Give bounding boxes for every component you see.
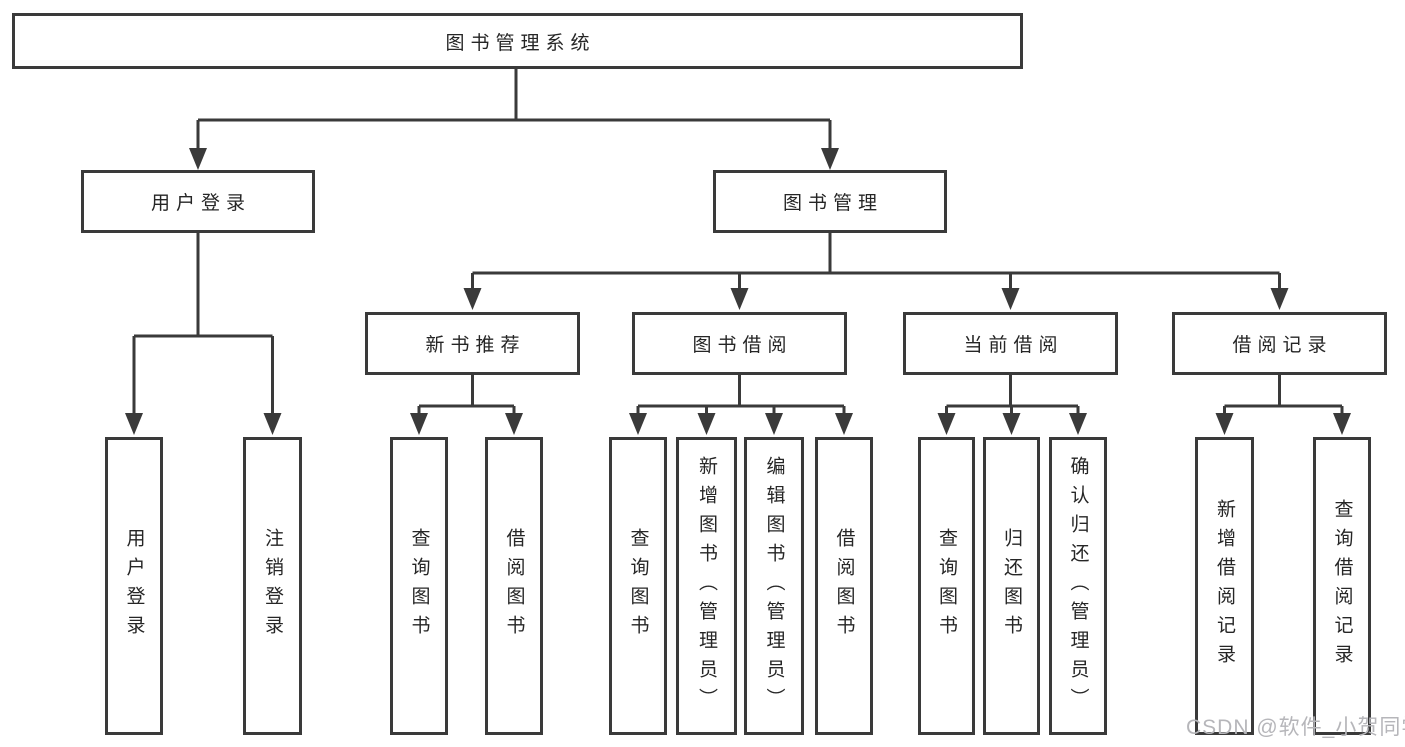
leaf-logout: 注销登录 — [243, 437, 302, 735]
leaf-bb-borrow-books-label: 借阅图书 — [833, 528, 855, 644]
node-user-login: 用户登录 — [81, 170, 315, 233]
node-book-borrowing: 图书借阅 — [632, 312, 847, 375]
leaf-bb-query-books-label: 查询图书 — [627, 528, 649, 644]
node-book-management: 图书管理 — [713, 170, 947, 233]
node-current-borrowing: 当前借阅 — [903, 312, 1118, 375]
leaf-user-login-label: 用户登录 — [123, 528, 145, 644]
leaf-nb-query-books: 查询图书 — [390, 437, 448, 735]
leaf-br-query-record: 查询借阅记录 — [1313, 437, 1371, 735]
node-current-borrowing-label: 当前借阅 — [963, 335, 1064, 356]
leaf-bb-borrow-books: 借阅图书 — [815, 437, 873, 735]
leaf-bb-query-books: 查询图书 — [609, 437, 667, 735]
node-new-book-recommendation: 新书推荐 — [365, 312, 580, 375]
leaf-bb-edit-books-admin-label: 编辑图书（管理员） — [763, 455, 785, 717]
node-new-book-recommendation-label: 新书推荐 — [425, 335, 526, 356]
leaf-cb-confirm-return-admin-label: 确认归还（管理员） — [1067, 455, 1089, 717]
leaf-nb-query-books-label: 查询图书 — [408, 528, 430, 644]
leaf-br-add-record: 新增借阅记录 — [1195, 437, 1254, 735]
leaf-cb-confirm-return-admin: 确认归还（管理员） — [1049, 437, 1107, 735]
leaf-cb-return-books-label: 归还图书 — [1001, 528, 1022, 644]
node-root-label: 图书管理系统 — [445, 32, 596, 54]
leaf-nb-borrow-books-label: 借阅图书 — [503, 528, 525, 644]
leaf-br-query-record-label: 查询借阅记录 — [1331, 499, 1353, 673]
leaf-logout-label: 注销登录 — [262, 528, 283, 644]
node-book-borrowing-label: 图书借阅 — [692, 335, 793, 356]
node-book-management-label: 图书管理 — [782, 193, 883, 214]
leaf-nb-borrow-books: 借阅图书 — [485, 437, 543, 735]
leaf-bb-add-books-admin: 新增图书（管理员） — [676, 437, 737, 735]
leaf-bb-edit-books-admin: 编辑图书（管理员） — [744, 437, 804, 735]
leaf-cb-query-books: 查询图书 — [918, 437, 975, 735]
leaf-bb-add-books-admin-label: 新增图书（管理员） — [696, 455, 717, 717]
leaf-cb-return-books: 归还图书 — [983, 437, 1040, 735]
leaf-br-add-record-label: 新增借阅记录 — [1214, 499, 1235, 673]
csdn-watermark: CSDN @软件_小贺同学 — [1186, 716, 1405, 739]
leaf-user-login: 用户登录 — [105, 437, 163, 735]
arrowheads — [125, 148, 1351, 435]
node-root: 图书管理系统 — [12, 13, 1023, 69]
leaf-cb-query-books-label: 查询图书 — [936, 528, 957, 644]
node-borrowing-records: 借阅记录 — [1172, 312, 1387, 375]
node-borrowing-records-label: 借阅记录 — [1232, 335, 1333, 356]
node-user-login-label: 用户登录 — [150, 193, 251, 214]
